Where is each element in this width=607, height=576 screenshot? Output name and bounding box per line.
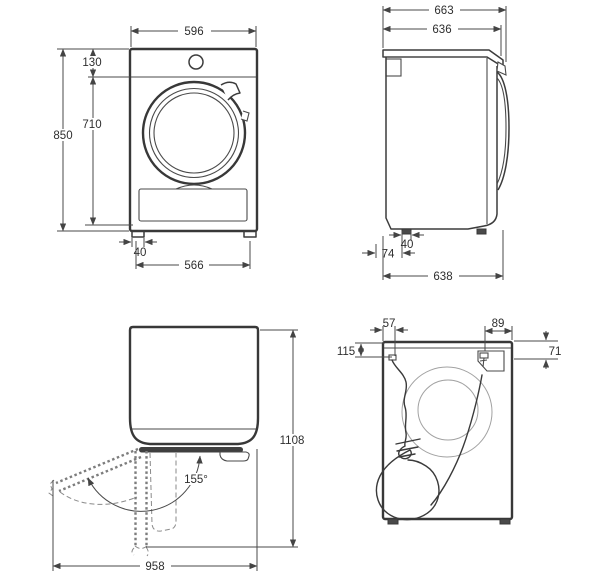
dim-side-base-depth: 638 <box>433 271 452 283</box>
dim-top-width-door-open: 958 <box>145 561 164 573</box>
dim-front-feet-distance: 566 <box>184 260 203 272</box>
dim-side-foot-width: 40 <box>401 239 414 251</box>
front-view <box>128 47 259 238</box>
door-outline <box>141 80 247 186</box>
dim-rear-hose-from-top: 115 <box>337 346 355 358</box>
dim-rear-hook-from-right: 89 <box>492 318 505 330</box>
rear-right-foot <box>499 518 511 525</box>
side-rear-foot <box>401 228 412 235</box>
front-right-foot <box>243 230 257 238</box>
dim-door-swing-angle: 155° <box>184 474 208 486</box>
dim-front-foot-inset: 40 <box>134 247 147 259</box>
door-handle-notch <box>220 81 241 101</box>
door-handle-recess <box>219 451 250 462</box>
dim-side-rear-foot-offset: 74 <box>382 249 395 261</box>
side-view-dimensions: 663 636 40 74 638 <box>362 5 507 283</box>
top-view-dimensions: 1108 958 <box>52 329 309 573</box>
dim-side-overall-depth: 663 <box>434 5 453 17</box>
door-edge-strip <box>139 447 243 453</box>
dim-rear-hook-from-top: 71 <box>549 346 562 358</box>
dim-front-overall-width: 596 <box>184 26 203 38</box>
dim-side-body-depth: 636 <box>432 24 451 36</box>
drain-hose <box>375 359 440 521</box>
top-view: 155° <box>48 325 260 557</box>
rear-left-foot <box>387 518 399 525</box>
side-view <box>382 49 510 235</box>
hose-hook <box>477 350 505 372</box>
front-view-dimensions: 596 130 710 850 40 566 <box>49 26 257 272</box>
side-front-foot <box>476 228 487 235</box>
dim-rear-hose-from-left: 57 <box>383 318 396 330</box>
rear-view-dimensions: 57 89 115 71 <box>337 318 562 369</box>
dim-front-panel-height: 130 <box>82 57 101 69</box>
front-left-foot <box>131 230 145 238</box>
dim-front-door-area-height: 710 <box>82 119 101 131</box>
rear-view <box>375 340 514 525</box>
dim-front-overall-height: 850 <box>53 130 72 142</box>
dim-top-depth-door-open: 1108 <box>280 435 305 447</box>
